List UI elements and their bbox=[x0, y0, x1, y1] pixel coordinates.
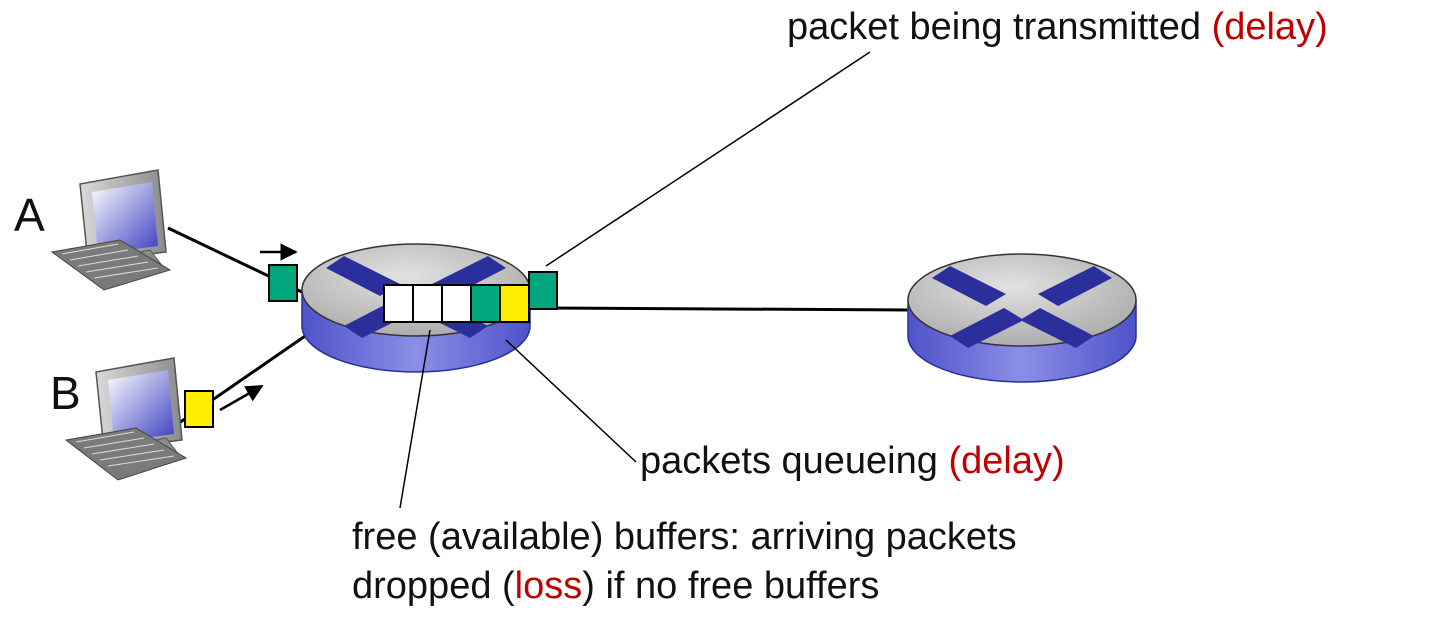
packet-from-b bbox=[184, 390, 214, 428]
free-buffer bbox=[412, 284, 443, 323]
callout-queueing bbox=[505, 339, 637, 463]
transmitting-packet bbox=[528, 271, 558, 310]
label-highlight: loss bbox=[514, 565, 583, 607]
packet-from-a bbox=[268, 264, 298, 302]
label-free-buffers-line1: free (available) buffers: arriving packe… bbox=[352, 516, 1017, 558]
arrow-from-b-icon bbox=[219, 384, 264, 412]
link-router-to-router bbox=[547, 306, 911, 312]
router-queue bbox=[383, 284, 530, 323]
queued-packet-green bbox=[470, 284, 501, 323]
queued-packet-yellow bbox=[499, 284, 530, 323]
callout-free-buffers bbox=[399, 329, 431, 509]
label-packet-transmitted: packet being transmitted (delay) bbox=[787, 8, 1328, 46]
router-2-icon bbox=[907, 253, 1137, 383]
host-b-label: B bbox=[50, 367, 81, 419]
host-a-label: A bbox=[14, 189, 45, 241]
label-text: dropped ( bbox=[352, 565, 515, 607]
label-highlight: (delay) bbox=[1211, 6, 1328, 48]
label-free-buffers-line2: dropped (loss) if no free buffers bbox=[352, 567, 879, 605]
free-buffer bbox=[441, 284, 472, 323]
label-packets-queueing: packets queueing (delay) bbox=[640, 442, 1065, 480]
label-text: ) if no free buffers bbox=[582, 565, 880, 607]
callout-transmitted bbox=[545, 51, 871, 267]
host-b-computer-icon bbox=[64, 357, 188, 481]
label-highlight: (delay) bbox=[948, 440, 1065, 482]
host-a-computer-icon bbox=[50, 169, 172, 291]
free-buffer bbox=[383, 284, 414, 323]
label-text: packets queueing bbox=[640, 440, 949, 482]
label-text: packet being transmitted bbox=[787, 6, 1212, 48]
